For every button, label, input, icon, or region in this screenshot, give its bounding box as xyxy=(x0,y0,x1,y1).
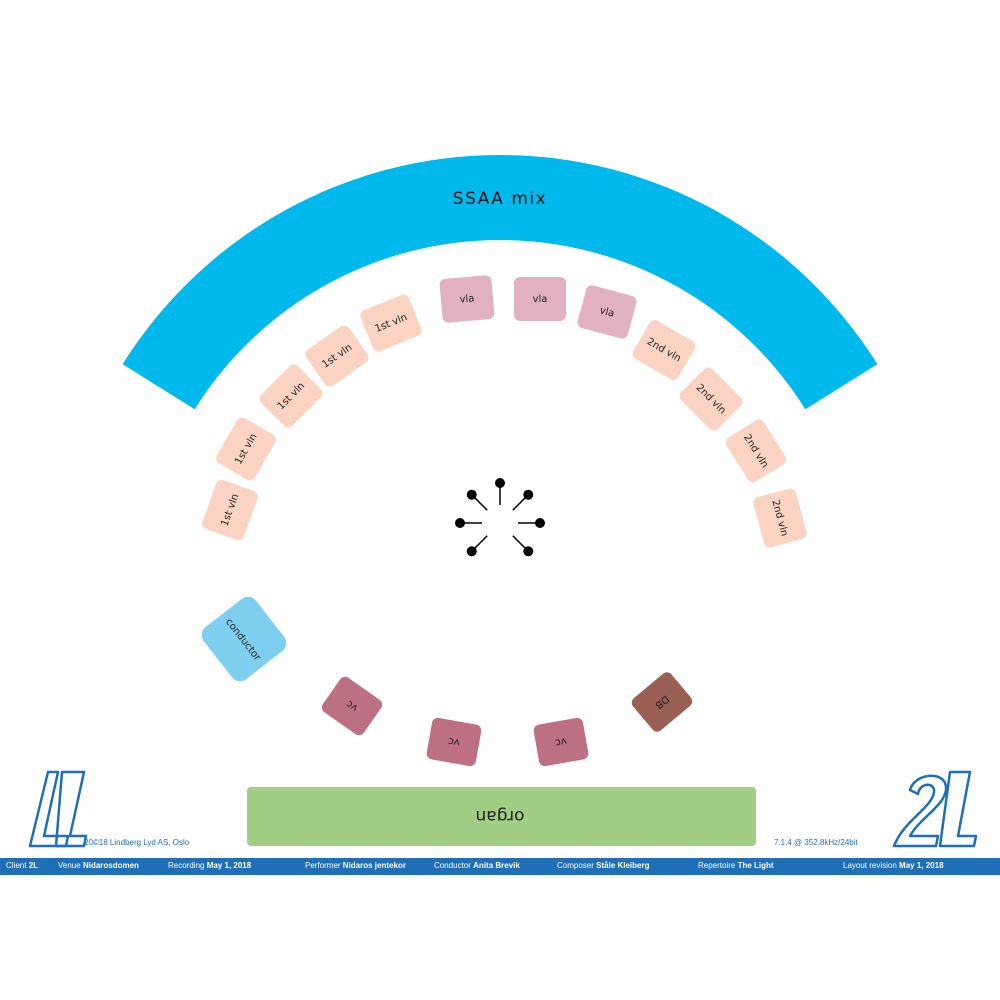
cello-seat-2-label: vc xyxy=(448,735,461,748)
footer-recording: Recording May 1, 2018 xyxy=(168,861,252,870)
microphone-icon-1 xyxy=(495,478,505,488)
footer-revision: Layout revision May 1, 2018 xyxy=(843,861,944,870)
second-violin-seat-4: 2nd vln xyxy=(753,488,807,548)
first-violin-seat-5: 1st vln xyxy=(360,294,422,352)
cello-seat-1: vc xyxy=(321,676,383,736)
microphone-icon-3 xyxy=(535,518,545,528)
footer-repertoire: Repertoire The Light xyxy=(698,861,774,870)
low-strings: vc vc vc DB xyxy=(321,672,693,767)
footer-venue: Venue Nidarosdomen xyxy=(58,861,139,870)
organ-block: organ xyxy=(247,787,756,846)
footer-client: Client 2L xyxy=(6,861,39,870)
cello-seat-3-label: vc xyxy=(554,735,567,748)
microphone-icon-4 xyxy=(523,546,534,557)
format-note: 7.1.4 @ 352.8kHz/24bit xyxy=(774,838,858,847)
microphone-icon-6 xyxy=(455,518,465,528)
footer-performer: Performer Nidaros jentekor xyxy=(305,861,406,870)
footer-info-bar: Client 2L Venue Nidarosdomen Recording M… xyxy=(0,858,1000,875)
footer-composer: Composer Ståle Kleiberg xyxy=(557,861,650,870)
viola-seat-2-label: vla xyxy=(533,294,548,305)
cello-seat-1-label: vc xyxy=(344,698,360,714)
cello-seat-3: vc xyxy=(533,717,589,767)
viola-seat-2: vla xyxy=(514,277,566,321)
first-violin-seat-4: 1st vln xyxy=(305,325,369,387)
first-violin-seat-2: 1st vln xyxy=(216,417,276,481)
microphone-icon-5 xyxy=(466,546,477,557)
copyright-note: 20©18 Lindberg Lyd AS, Oslo xyxy=(84,838,190,847)
second-violin-seat-2: 2nd vln xyxy=(679,367,743,431)
2l-logo xyxy=(892,770,978,848)
bass-seat-1: DB xyxy=(631,672,693,732)
microphone-icon-2 xyxy=(523,489,534,500)
choir-label: SSAA mix xyxy=(453,189,547,209)
viola-seat-1: vla xyxy=(439,275,495,323)
first-violin-seat-3: 1st vln xyxy=(259,364,323,428)
conductor-seat: conductor xyxy=(201,596,287,682)
lindberg-logo xyxy=(28,770,88,848)
cello-seat-2: vc xyxy=(426,717,482,767)
microphone-array xyxy=(455,478,545,557)
viola-seat-1-label: vla xyxy=(459,293,475,305)
viola-seat-3-label: vla xyxy=(598,305,615,319)
viola-seat-3: vla xyxy=(577,285,637,339)
second-violin-seat-3: 2nd vln xyxy=(725,419,787,483)
footer-conductor: Conductor Anita Brevik xyxy=(434,861,520,870)
microphone-icon-7 xyxy=(466,489,477,500)
second-violin-seat-1: 2nd vln xyxy=(632,320,696,380)
first-violin-seat-1: 1st vln xyxy=(202,479,258,541)
organ-label: organ xyxy=(475,806,524,826)
choir-arc xyxy=(122,154,878,410)
